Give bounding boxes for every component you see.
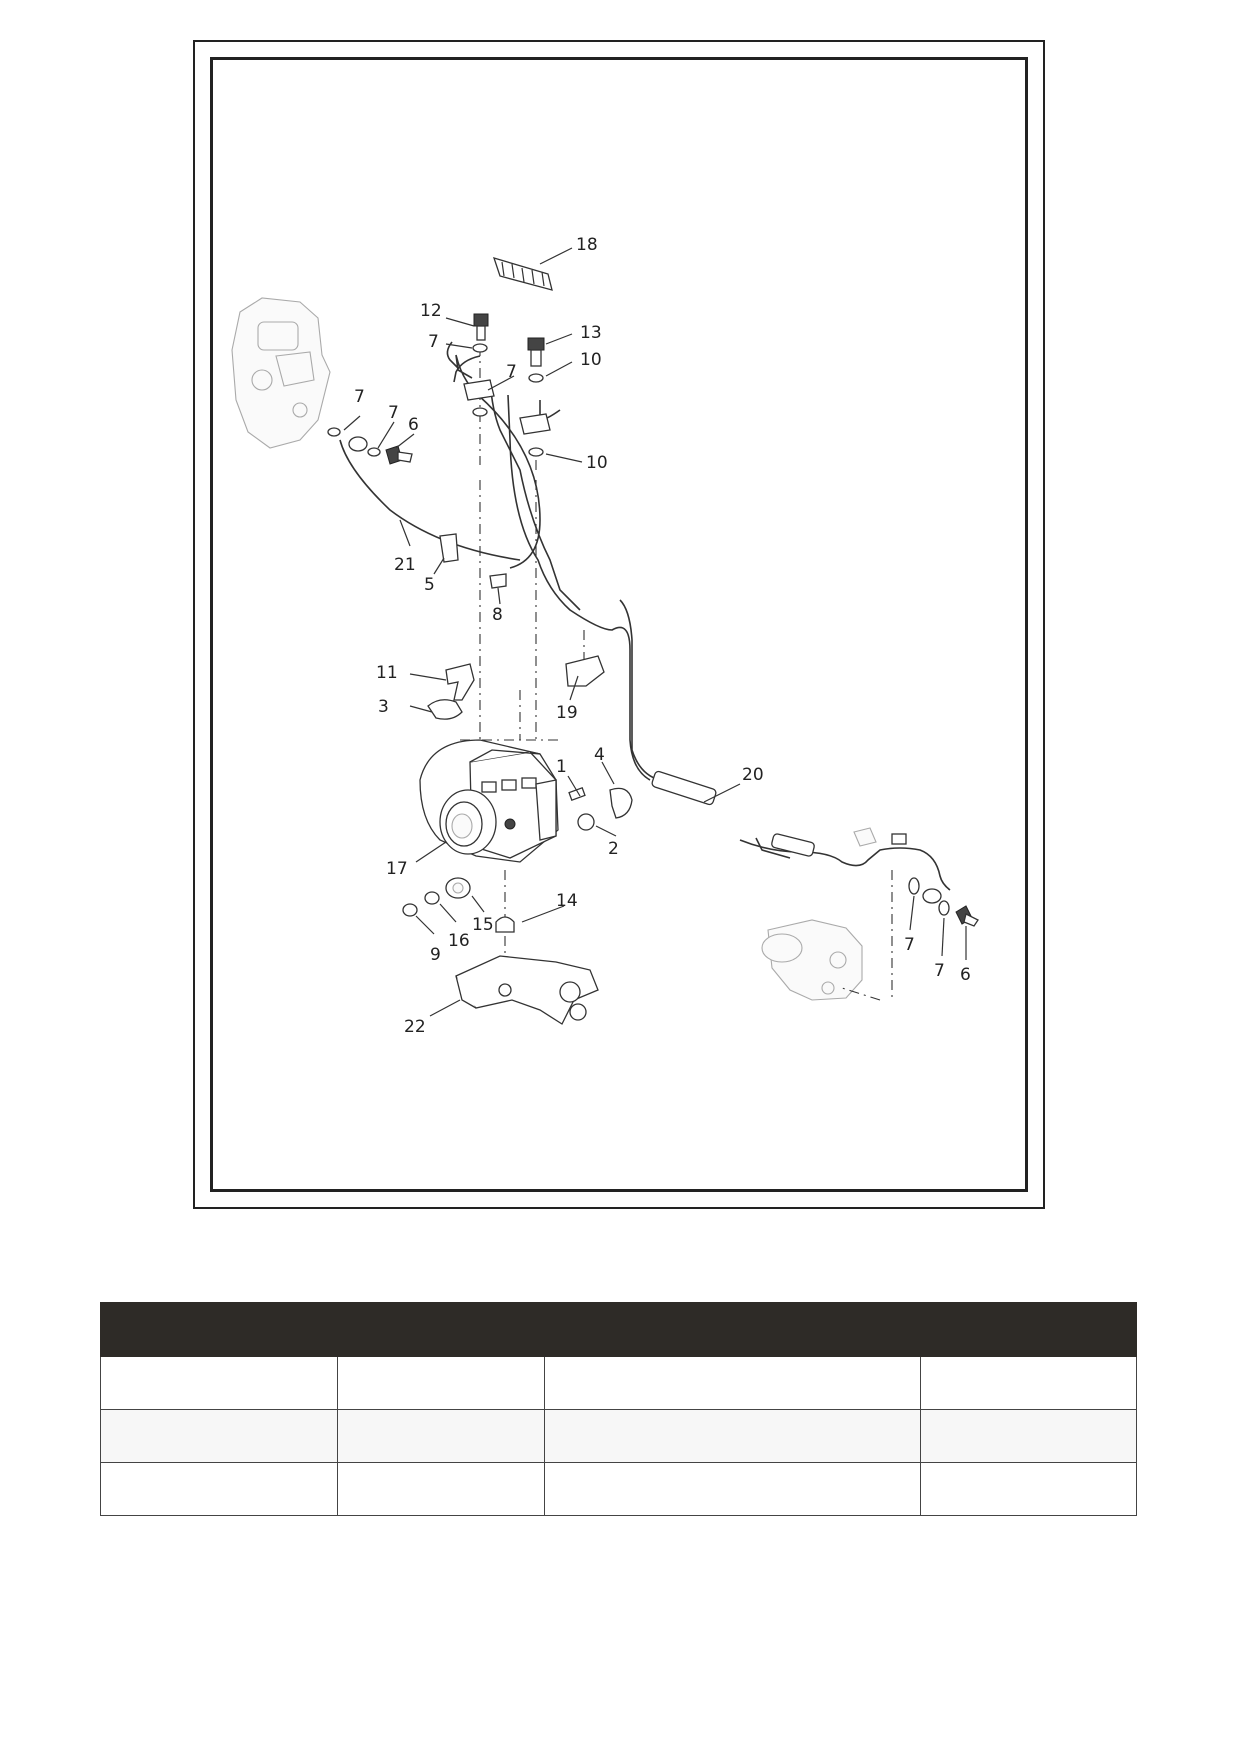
callout-17: 17 — [386, 859, 408, 879]
callout-4: 4 — [594, 745, 605, 765]
callout-8: 8 — [492, 605, 503, 625]
part-12-banjo-bolt — [473, 313, 489, 341]
part-18-clip-strip — [492, 257, 553, 291]
callout-leader-lines — [343, 247, 967, 1017]
callout-3: 3 — [378, 697, 389, 717]
table-cell — [544, 1462, 921, 1516]
callout-19: 19 — [556, 703, 578, 723]
part-19-bracket — [565, 655, 605, 687]
part-5-grommet — [439, 533, 459, 563]
callout-15: 15 — [472, 915, 494, 935]
table-cell — [920, 1462, 1137, 1516]
brake-switch-illustration — [853, 827, 907, 847]
table-cell — [100, 1356, 338, 1410]
callout-2: 2 — [608, 839, 619, 859]
part-11-bracket — [445, 663, 475, 701]
part-7-washers — [327, 343, 950, 916]
table-header-cell — [920, 1302, 1137, 1357]
table-cell — [920, 1356, 1137, 1410]
table-cell — [337, 1462, 545, 1516]
callout-1: 1 — [556, 757, 567, 777]
table-row — [100, 1409, 1137, 1463]
callout-10: 10 — [586, 453, 608, 473]
table-cell — [100, 1462, 338, 1516]
callout-7: 7 — [506, 362, 517, 382]
callout-10: 10 — [580, 350, 602, 370]
callout-11: 11 — [376, 663, 398, 683]
callout-7: 7 — [354, 387, 365, 407]
callout-7: 7 — [388, 403, 399, 423]
part-16-washer — [424, 891, 440, 905]
callout-9: 9 — [430, 945, 441, 965]
callout-16: 16 — [448, 931, 470, 951]
callout-labels: 18 12 7 7 13 10 10 7 7 6 21 5 8 11 3 19 … — [354, 235, 971, 1037]
front-brake-caliper-illustration — [231, 297, 331, 449]
diagram-outer-frame — [193, 40, 1045, 1209]
table-cell — [337, 1356, 545, 1410]
table-header-cell — [100, 1302, 338, 1357]
callout-13: 13 — [580, 323, 602, 343]
part-6-bolts — [385, 445, 979, 927]
callout-12: 12 — [420, 301, 442, 321]
table-cell — [544, 1356, 921, 1410]
callout-7: 7 — [934, 961, 945, 981]
part-17-abs-modulator — [419, 739, 559, 863]
part-1-screw — [568, 787, 586, 801]
table-row — [100, 1356, 1137, 1410]
callout-21: 21 — [394, 555, 416, 575]
table-header-cell — [337, 1302, 545, 1357]
table-cell — [337, 1409, 545, 1463]
callout-5: 5 — [424, 575, 435, 595]
part-3-clip — [427, 699, 463, 720]
callout-20: 20 — [742, 765, 764, 785]
part-13-banjo-bolt — [527, 337, 545, 367]
callout-6: 6 — [408, 415, 419, 435]
part-22-mounting-bracket — [455, 955, 599, 1025]
part-2-nut — [577, 813, 595, 831]
rear-master-cylinder-illustration — [761, 919, 863, 1001]
table-cell — [920, 1409, 1137, 1463]
callout-7: 7 — [428, 332, 439, 352]
table-cell — [100, 1409, 338, 1463]
table-cell — [544, 1409, 921, 1463]
part-10-washers — [528, 373, 544, 457]
part-9-nut — [402, 903, 418, 917]
parts-table — [100, 1302, 1137, 1516]
part-8-clip — [489, 573, 507, 589]
table-header-cell — [544, 1302, 921, 1357]
part-15-grommet — [445, 877, 471, 899]
table-row — [100, 1462, 1137, 1516]
table-header-row — [100, 1302, 1137, 1357]
callout-22: 22 — [404, 1017, 426, 1037]
callout-6: 6 — [960, 965, 971, 985]
brake-pipe-routing — [338, 341, 951, 891]
callout-18: 18 — [576, 235, 598, 255]
part-banjo-fittings — [348, 379, 942, 904]
diagram-inner-frame — [210, 57, 1028, 1192]
callout-14: 14 — [556, 891, 578, 911]
part-4-pipe-clip — [609, 787, 633, 819]
part-14-grommet — [495, 916, 515, 933]
assembly-center-lines — [460, 346, 893, 1001]
callout-7: 7 — [904, 935, 915, 955]
